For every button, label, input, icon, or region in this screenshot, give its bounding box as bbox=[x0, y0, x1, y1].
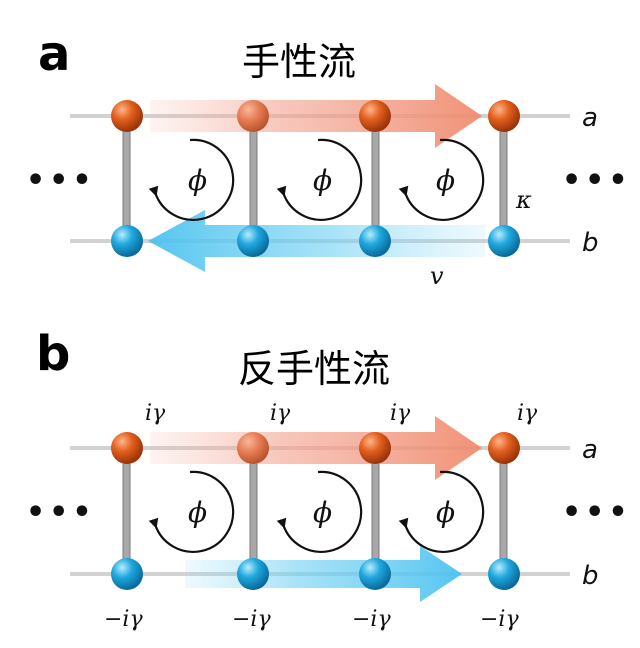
chiral-arrow-bottom-left bbox=[148, 210, 485, 272]
loss-label-4: −iγ bbox=[480, 607, 519, 632]
chiral-arrow-top-right bbox=[150, 84, 482, 148]
gain-label-4: iγ bbox=[517, 401, 538, 426]
panel-a-letter: a bbox=[38, 26, 70, 82]
panel-a: a 手性流 ϕ ϕ ϕ bbox=[26, 26, 632, 290]
row-label-b-bottom-b: b bbox=[582, 561, 599, 591]
phi-label-b1: ϕ bbox=[188, 496, 207, 529]
node-a-3 bbox=[359, 100, 391, 132]
phi-label-a1: ϕ bbox=[188, 164, 207, 197]
kappa-label: κ bbox=[515, 186, 532, 214]
node-b-panel-a-2 bbox=[237, 432, 269, 464]
phi-label-b3: ϕ bbox=[436, 496, 455, 529]
loss-label-1: −iγ bbox=[104, 607, 143, 632]
left-ellipsis-b: ••• bbox=[26, 495, 96, 530]
antichiral-arrow-bottom-right bbox=[185, 546, 462, 602]
node-b-panel-b-2 bbox=[237, 558, 269, 590]
node-b-panel-b-4 bbox=[488, 558, 520, 590]
node-b-panel-a-3 bbox=[359, 432, 391, 464]
gain-label-2: iγ bbox=[270, 401, 291, 426]
node-b-4 bbox=[488, 225, 520, 257]
gain-label-3: iγ bbox=[390, 401, 411, 426]
panel-b-title: 反手性流 bbox=[238, 347, 390, 391]
row-label-a-top-b: a bbox=[582, 435, 598, 465]
node-b-3 bbox=[359, 225, 391, 257]
panel-b-letter: b bbox=[36, 326, 70, 382]
left-ellipsis-a: ••• bbox=[26, 163, 96, 198]
phi-label-a3: ϕ bbox=[436, 164, 455, 197]
node-b-1 bbox=[111, 225, 143, 257]
phi-label-a2: ϕ bbox=[313, 164, 332, 197]
gain-label-1: iγ bbox=[145, 401, 166, 426]
node-a-4 bbox=[488, 100, 520, 132]
node-a-1 bbox=[111, 100, 143, 132]
flux-loops-panel-b bbox=[148, 470, 485, 553]
node-b-panel-a-4 bbox=[488, 432, 520, 464]
node-b-panel-a-1 bbox=[111, 432, 143, 464]
panel-a-title: 手性流 bbox=[242, 40, 356, 84]
v-label: v bbox=[430, 262, 444, 290]
panel-b: b 反手性流 iγ iγ iγ iγ bbox=[26, 326, 632, 632]
node-a-2 bbox=[237, 100, 269, 132]
loss-label-3: −iγ bbox=[352, 607, 391, 632]
right-ellipsis-a: ••• bbox=[562, 163, 632, 198]
row-label-a-top: a bbox=[582, 103, 598, 133]
phi-label-b2: ϕ bbox=[313, 496, 332, 529]
flux-loops-panel-a bbox=[148, 138, 485, 221]
antichiral-arrow-top-right bbox=[150, 416, 482, 480]
node-b-panel-b-3 bbox=[359, 558, 391, 590]
row-label-b-bottom: b bbox=[582, 228, 599, 258]
node-b-2 bbox=[237, 225, 269, 257]
right-ellipsis-b: ••• bbox=[562, 495, 632, 530]
node-b-panel-b-1 bbox=[111, 558, 143, 590]
loss-label-2: −iγ bbox=[232, 607, 271, 632]
